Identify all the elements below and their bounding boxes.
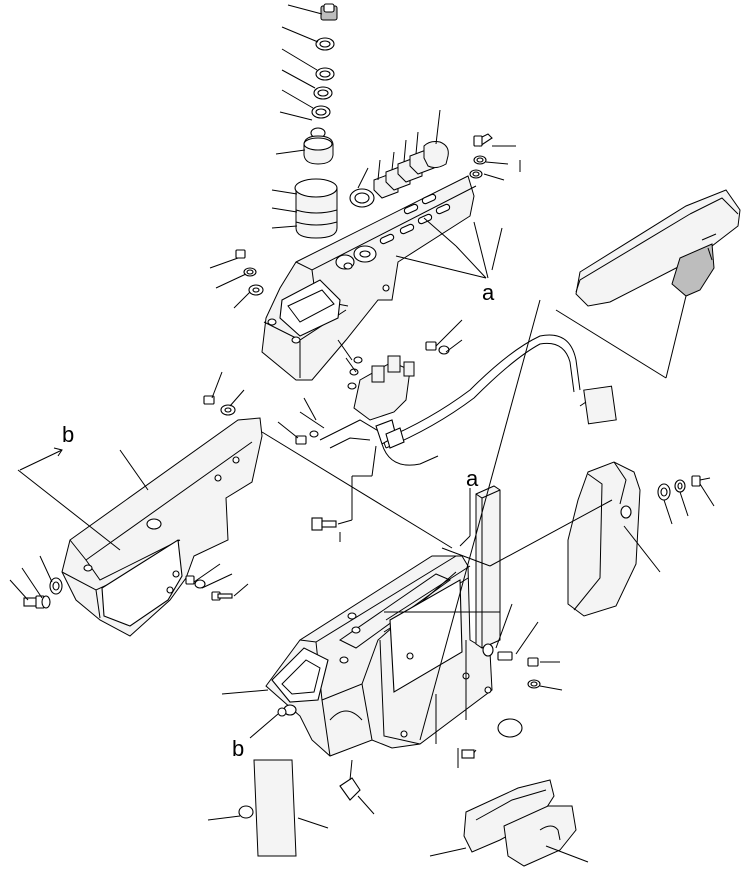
left-console-screws — [209, 249, 264, 309]
bolt-mid — [311, 445, 377, 542]
b-label-left-group: b — [17, 422, 149, 551]
label-b-left: b — [62, 422, 74, 447]
top-switch — [320, 3, 338, 21]
upper-console-housing — [261, 175, 477, 381]
o-ring-stack — [311, 37, 335, 119]
a-label-upper-group: a — [395, 217, 503, 305]
main-bottom-housing — [265, 555, 493, 757]
rotary-knob — [303, 127, 334, 165]
label-a-upper: a — [482, 280, 495, 305]
armrest-pad — [575, 189, 741, 307]
cylinder-cap — [294, 178, 338, 239]
left-side-panel — [61, 417, 263, 637]
bulb-socket — [349, 188, 375, 208]
left-bottom-screws — [9, 555, 249, 609]
switch-caps-row — [357, 109, 449, 199]
bottom-clip — [339, 759, 375, 815]
wiring-module — [299, 339, 415, 449]
harness-cable — [381, 334, 617, 466]
long-leaders — [261, 295, 687, 744]
support-pillar: a — [441, 466, 613, 649]
b-label-lower-group: b — [207, 689, 329, 857]
right-side-cover — [567, 461, 715, 617]
label-b-lower: b — [232, 736, 244, 761]
screw-washer-top-right — [469, 133, 521, 181]
bottom-right-covers — [429, 779, 589, 867]
leaders-top-left — [271, 4, 343, 262]
mid-screws — [203, 319, 463, 445]
right-lower-screws — [457, 603, 563, 768]
label-a-lower: a — [466, 466, 479, 491]
